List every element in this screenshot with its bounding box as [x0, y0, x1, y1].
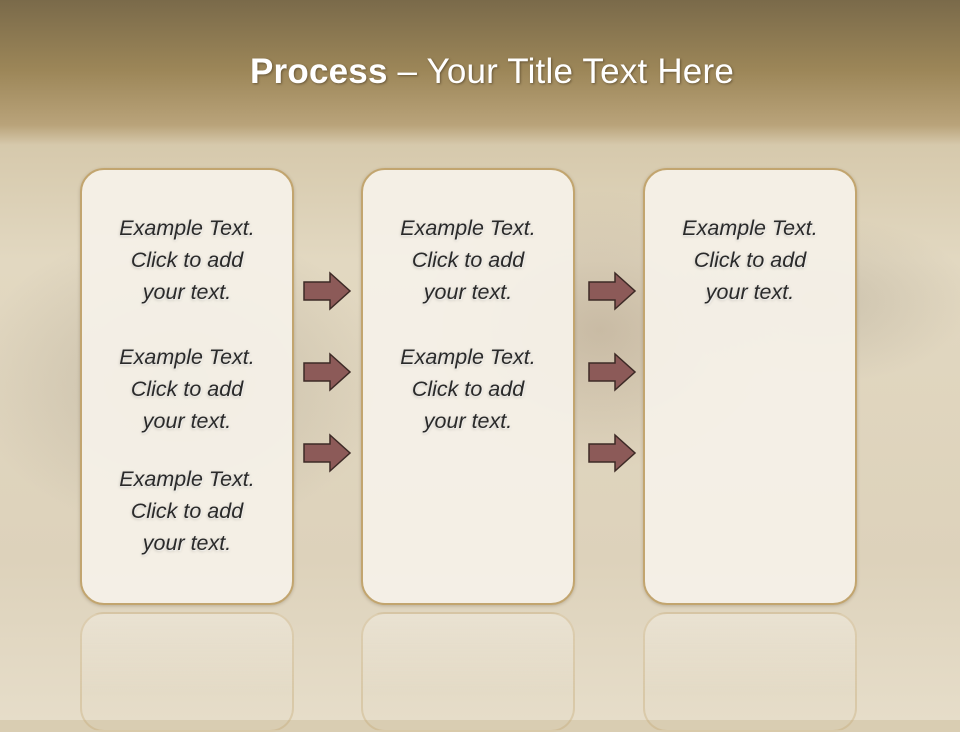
right-arrow-icon [303, 352, 352, 392]
slide-title[interactable]: Process – Your Title Text Here [0, 52, 960, 92]
right-arrow-icon [588, 433, 637, 473]
right-arrow-icon [588, 352, 637, 392]
text-placeholder[interactable]: Example Text. Click to add your text. [682, 216, 818, 304]
right-arrow-icon [303, 433, 352, 473]
title-bold: Process [250, 52, 388, 91]
right-arrow-icon [588, 271, 637, 311]
right-arrow-icon [303, 271, 352, 311]
panel-reflection [80, 612, 294, 732]
process-panel-1[interactable]: Example Text. Click to add your text. Ex… [80, 168, 294, 605]
process-panel-3[interactable]: Example Text. Click to add your text. [643, 168, 857, 605]
panel-reflection [643, 612, 857, 732]
text-placeholder[interactable]: Example Text. Click to add your text. [119, 216, 255, 304]
text-placeholder[interactable]: Example Text. Click to add your text. [119, 345, 255, 433]
process-panel-2[interactable]: Example Text. Click to add your text. Ex… [361, 168, 575, 605]
panel-reflection [361, 612, 575, 732]
text-placeholder[interactable]: Example Text. Click to add your text. [119, 467, 255, 555]
title-rest: – Your Title Text Here [387, 52, 734, 91]
text-placeholder[interactable]: Example Text. Click to add your text. [400, 216, 536, 304]
text-placeholder[interactable]: Example Text. Click to add your text. [400, 345, 536, 433]
